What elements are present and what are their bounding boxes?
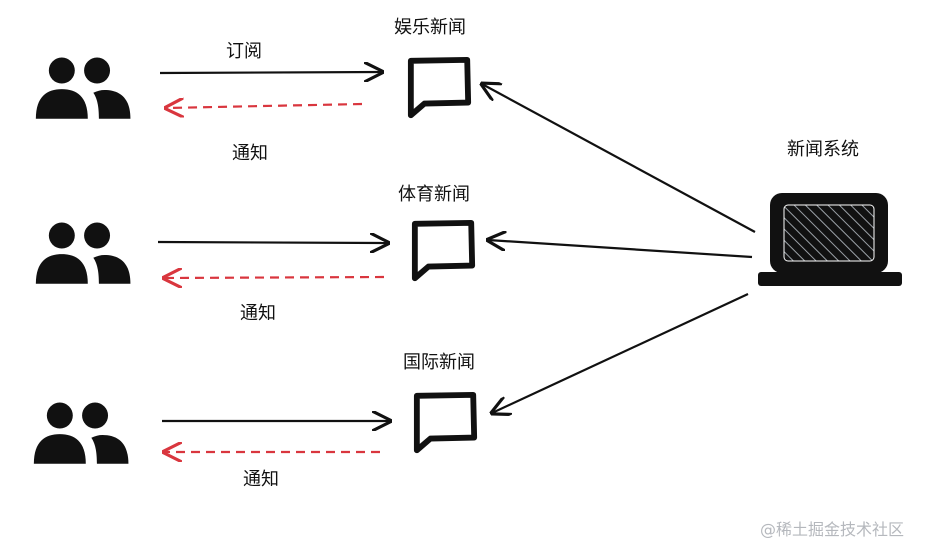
topic-label-international: 国际新闻 bbox=[403, 352, 475, 373]
topic-label-entertainment: 娱乐新闻 bbox=[394, 17, 466, 38]
publish-arrow bbox=[492, 293, 749, 413]
watermark: @稀土掘金技术社区 bbox=[760, 520, 905, 539]
notify-label: 通知 bbox=[232, 143, 268, 164]
publish-arrow bbox=[488, 240, 753, 259]
users-icon bbox=[33, 402, 129, 464]
publish-arrow bbox=[482, 84, 756, 233]
users-icon bbox=[35, 222, 131, 284]
message-box-icon bbox=[411, 60, 468, 115]
subscribe-arrow bbox=[157, 242, 388, 243]
subscribe-arrow bbox=[159, 72, 382, 73]
notify-label: 通知 bbox=[243, 469, 279, 490]
message-box-icon bbox=[415, 223, 472, 278]
notify-arrow bbox=[166, 104, 363, 108]
system-label: 新闻系统 bbox=[787, 139, 859, 160]
message-box-icon bbox=[417, 395, 474, 450]
topic-label-sports: 体育新闻 bbox=[398, 184, 470, 205]
subscribe-label: 订阅 bbox=[226, 41, 262, 62]
notify-arrow bbox=[164, 277, 385, 278]
laptop-icon bbox=[758, 193, 902, 286]
notify-label: 通知 bbox=[240, 303, 276, 324]
users-icon bbox=[35, 57, 131, 119]
